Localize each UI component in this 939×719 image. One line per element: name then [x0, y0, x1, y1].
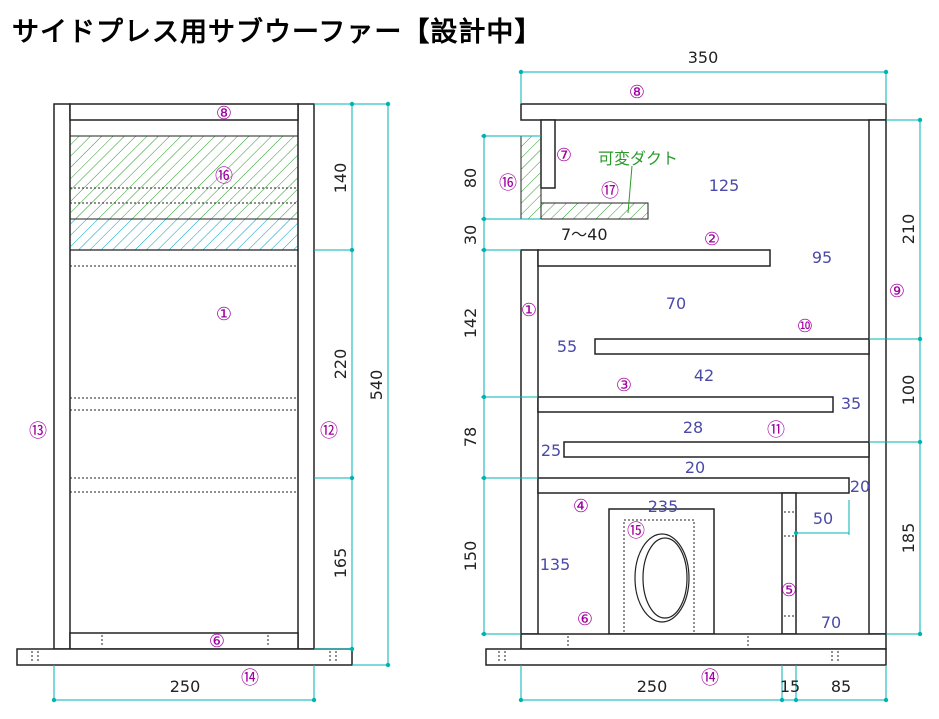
side-marker-11: ⑪ — [767, 420, 785, 441]
side-hatch-17 — [540, 202, 649, 220]
side-marker-7: ⑦ — [556, 145, 572, 166]
front-base-plate — [16, 648, 353, 666]
side-num-42: 42 — [694, 366, 714, 385]
side-marker-14: ⑭ — [701, 668, 719, 689]
front-dim-540: 540 — [367, 370, 386, 401]
front-top-board — [69, 103, 299, 121]
gap-label: 7～40 — [561, 225, 608, 244]
side-marker-16: ⑯ — [499, 173, 517, 194]
side-marker-17: ⑰ — [601, 181, 619, 202]
side-dim-350: 350 — [688, 48, 719, 67]
side-dim-80: 80 — [461, 168, 480, 188]
front-right-wall — [297, 103, 315, 650]
side-num-70a: 70 — [666, 294, 686, 313]
side-marker-10: ⑩ — [797, 316, 813, 337]
front-marker-13: ⑬ — [29, 421, 47, 442]
front-marker-1: ① — [216, 304, 232, 325]
front-marker-8: ⑧ — [216, 103, 232, 124]
side-shelf-3 — [537, 396, 834, 413]
front-dim-250: 250 — [170, 677, 201, 696]
side-front-wall-7 — [540, 119, 556, 189]
page-title: サイドプレス用サブウーファー【設計中】 — [12, 17, 543, 48]
front-marker-12: ⑫ — [320, 421, 338, 442]
side-dim-78: 78 — [461, 427, 480, 447]
side-driver-ellipse-inner — [642, 537, 688, 619]
side-hatch-16 — [520, 135, 542, 220]
side-shelf-11 — [563, 441, 870, 458]
side-view: 350 80 30 142 78 150 210 100 185 250 15 … — [461, 48, 923, 703]
side-marker-15: ⑮ — [627, 521, 645, 542]
side-dim-150: 150 — [461, 541, 480, 572]
side-dim-100: 100 — [899, 375, 918, 406]
side-marker-8: ⑧ — [629, 82, 645, 103]
side-num-35: 35 — [841, 394, 861, 413]
side-marker-5: ⑤ — [781, 580, 797, 601]
side-driver-ellipse-outer — [634, 533, 690, 623]
side-top-board — [520, 103, 887, 121]
side-dim-250: 250 — [637, 677, 668, 696]
side-num-135: 135 — [540, 555, 571, 574]
side-partition-5 — [781, 492, 797, 635]
front-hatch-cyan — [69, 218, 299, 251]
side-num-25: 25 — [541, 441, 561, 460]
side-num-50: 50 — [813, 509, 833, 528]
front-bottom-board — [69, 632, 299, 650]
side-dim-210: 210 — [899, 214, 918, 245]
side-base-plate — [485, 648, 887, 666]
duct-leader-line — [627, 165, 633, 214]
front-view: 140 220 165 540 250 ⑧ ⑯ ① ⑬ ⑫ ⑥ ⑭ — [16, 101, 391, 703]
side-num-20a: 20 — [685, 458, 705, 477]
front-marker-16: ⑯ — [215, 166, 233, 187]
side-dim-15: 15 — [780, 677, 800, 696]
side-num-70b: 70 — [821, 613, 841, 632]
side-dim-85: 85 — [831, 677, 851, 696]
side-marker-4: ④ — [573, 496, 589, 517]
side-num-20b: 20 — [850, 477, 870, 496]
front-marker-14: ⑭ — [241, 668, 259, 689]
side-dim-185: 185 — [899, 523, 918, 554]
side-bottom-board — [520, 633, 887, 650]
side-num-28: 28 — [683, 418, 703, 437]
side-num-55: 55 — [557, 337, 577, 356]
side-back-wall — [868, 119, 887, 635]
side-num-235: 235 — [648, 497, 679, 516]
side-num-125: 125 — [709, 176, 740, 195]
side-marker-1: ① — [521, 300, 537, 321]
duct-label: 可変ダクト — [598, 149, 678, 168]
side-shelf-10 — [594, 338, 870, 355]
side-marker-3: ③ — [616, 375, 632, 396]
front-hatch-green — [69, 135, 299, 220]
side-driver-box — [608, 508, 715, 635]
front-dim-140: 140 — [331, 163, 350, 194]
side-marker-9: ⑨ — [889, 281, 905, 302]
side-dim-30: 30 — [461, 225, 480, 245]
side-shelf-4 — [537, 477, 850, 494]
front-left-wall — [53, 103, 71, 650]
front-dim-165: 165 — [331, 548, 350, 579]
front-marker-6: ⑥ — [209, 631, 225, 652]
side-marker-6: ⑥ — [577, 609, 593, 630]
side-shelf-2 — [537, 249, 771, 267]
front-dim-220: 220 — [331, 349, 350, 380]
side-marker-2: ② — [704, 229, 720, 250]
side-num-95: 95 — [812, 248, 832, 267]
side-dim-142: 142 — [461, 308, 480, 339]
